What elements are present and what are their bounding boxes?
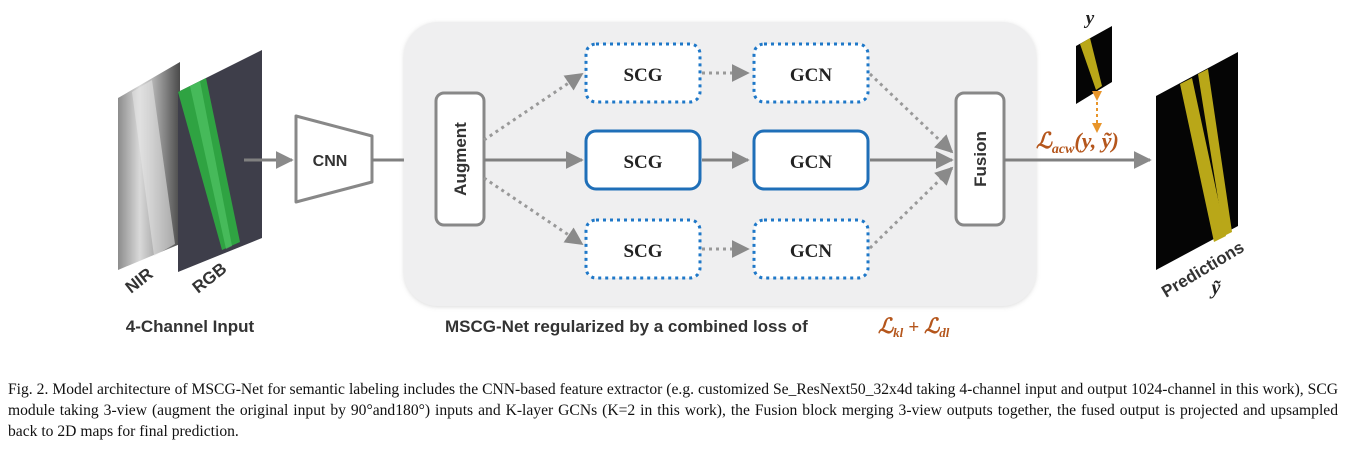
scg-label-top: SCG	[623, 65, 662, 86]
loss-dl-subscript: dl	[939, 325, 950, 340]
figure-caption: Fig. 2. Model architecture of MSCG-Net f…	[8, 381, 1338, 440]
arrow-gcn-to-fusion-bottom	[868, 166, 954, 250]
scg-block-bottom	[584, 218, 702, 280]
gcn-label-bottom: GCN	[790, 241, 833, 262]
gcn-block-bottom	[752, 218, 870, 280]
nir-image	[118, 62, 180, 270]
rgb-image	[178, 50, 262, 272]
predictions-symbol: ỹ	[1210, 277, 1222, 299]
acw-subscript: acw	[1052, 142, 1075, 157]
input-title: 4-Channel Input	[126, 317, 255, 336]
acw-loss: ℒacw(y, ỹ)	[1036, 128, 1119, 157]
scg-block-mid	[584, 129, 702, 191]
loss-kl-subscript: kl	[893, 325, 904, 340]
nir-label: NIR	[122, 264, 157, 297]
arrow-augment-to-scg-bottom	[483, 176, 584, 246]
scg-label-bottom: SCG	[623, 241, 662, 262]
gcn-block-top	[752, 42, 870, 104]
gcn-label-top: GCN	[790, 65, 833, 86]
mscg-title-text: MSCG-Net regularized by a combined loss …	[445, 317, 808, 336]
combined-loss: ℒkl+ℒdl	[878, 314, 950, 340]
cnn-block	[294, 114, 374, 204]
gcn-label-mid: GCN	[790, 152, 833, 173]
augment-label: Augment	[451, 122, 470, 196]
gcn-block-mid	[752, 129, 870, 191]
scg-block-top	[584, 42, 702, 104]
scg-label-mid: SCG	[623, 152, 662, 173]
mscg-title: MSCG-Net regularized by a combined loss …	[445, 317, 808, 336]
arrow-augment-to-scg-top	[483, 72, 584, 142]
loss-plus: +	[908, 317, 919, 338]
prediction-image	[1156, 52, 1238, 270]
acw-args: (y, ỹ)	[1074, 128, 1118, 153]
mscg-panel	[404, 22, 1036, 306]
architecture-diagram: NIR RGB 4-Channel Input CNN Augment Fusi…	[118, 8, 1247, 340]
fusion-label: Fusion	[971, 131, 990, 187]
cnn-label: CNN	[313, 153, 348, 170]
ground-truth-label: y	[1084, 8, 1095, 29]
ground-truth-image	[1076, 26, 1112, 104]
arrow-gcn-to-fusion-top	[868, 72, 954, 154]
